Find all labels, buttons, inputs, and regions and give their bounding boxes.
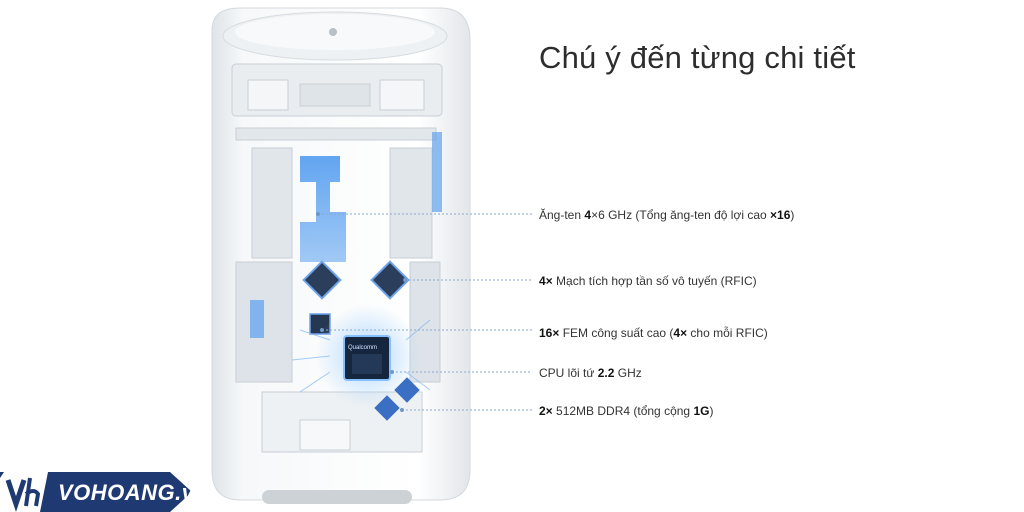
internal-frames	[231, 63, 443, 453]
antenna-elements	[250, 132, 442, 338]
spec-rfic: 4× Mạch tích hợp tần số vô tuyến (RFIC)	[539, 274, 757, 288]
spec-ddr4: 2× 512MB DDR4 (tổng cộng 1G)	[539, 404, 714, 418]
spec-cpu: CPU lõi tứ 2.2 GHz	[539, 366, 642, 380]
cpu-chip-label: Qualcomm	[348, 345, 377, 351]
callout-dots	[316, 212, 407, 412]
ddr4-chips	[374, 377, 420, 421]
vohoang-logo	[0, 472, 192, 512]
brand-name: VOHOANG.vn	[58, 480, 209, 505]
callout-lines	[318, 213, 532, 411]
spec-fem: 16× FEM công suất cao (4× cho mỗi RFIC)	[539, 326, 768, 340]
page-title: Chú ý đến từng chi tiết	[539, 40, 856, 75]
spec-antenna: Ăng-ten 4×6 GHz (Tổng ăng-ten độ lợi cao…	[539, 208, 795, 222]
